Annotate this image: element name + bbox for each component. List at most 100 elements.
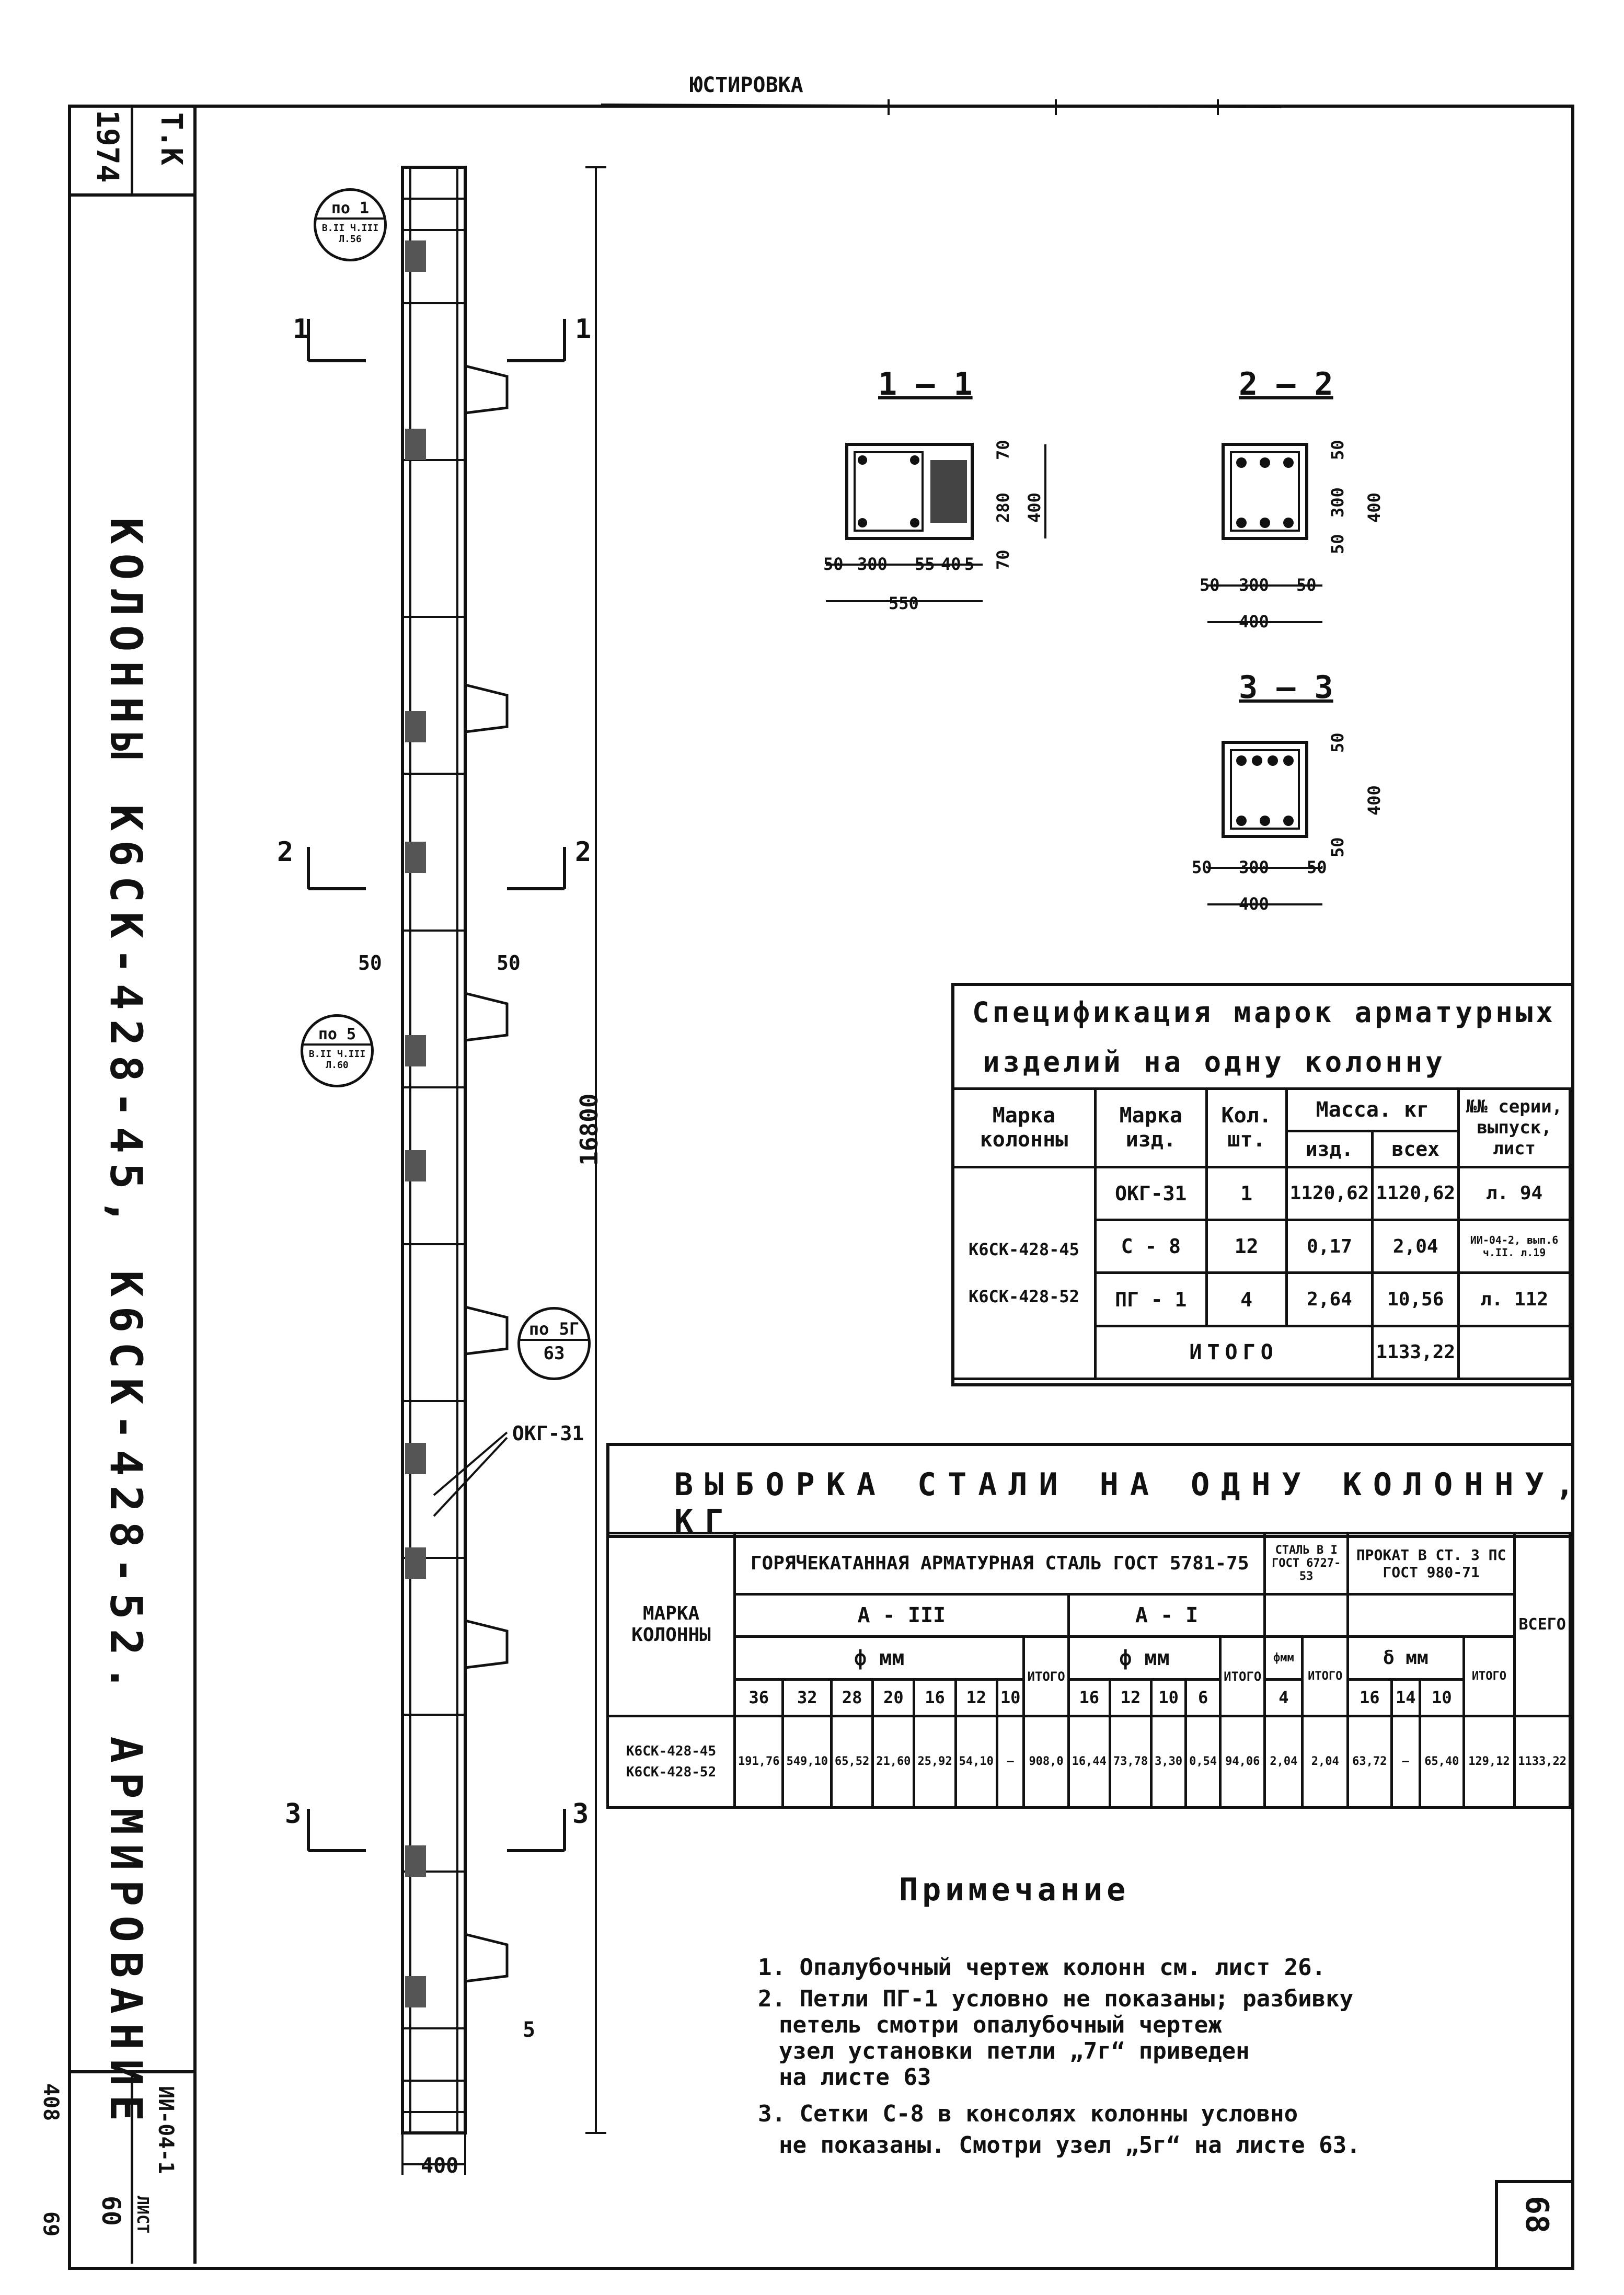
steel-val-14: 2,04 <box>1301 1714 1349 1809</box>
node-callout-5g-bottom: 63 <box>543 1343 565 1364</box>
section-2-dim-50d: 50 <box>1328 534 1347 554</box>
steel-header-delta: δ мм <box>1346 1635 1465 1681</box>
section-3-drawing <box>1207 741 1322 905</box>
steel-table: МАРКА КОЛОННЫ ГОРЯЧЕКАТАННАЯ АРМАТУРНАЯ … <box>606 1532 1571 1809</box>
section-1-dim-300: 300 <box>857 554 888 574</box>
stamp-top-divider <box>131 105 133 193</box>
stamp-strip <box>68 105 197 2264</box>
steel-diam-a3-12: 12 <box>954 1678 998 1717</box>
steel-diam-rolled-16: 16 <box>1346 1678 1393 1717</box>
section-2-dim-400v: 400 <box>1364 492 1384 523</box>
steel-val-2: 65,52 <box>830 1714 874 1809</box>
spec-row3-ref: л. 112 <box>1457 1271 1571 1327</box>
spec-row3-mass-all: 10,56 <box>1371 1271 1460 1327</box>
offset-left-dim: 50 <box>358 951 382 974</box>
steel-val-8: 16,44 <box>1067 1714 1111 1809</box>
section-mark-1-left: 1 <box>293 314 309 345</box>
steel-header-b1-phi: фмм <box>1263 1635 1304 1681</box>
spec-title-line2: изделий на одну колонну <box>983 1046 1446 1078</box>
section-3-dim-50b: 50 <box>1307 857 1327 877</box>
node-callout-5-bottom: В.II Ч.III Л.60 <box>308 1049 366 1071</box>
section-1-dim-40: 40 <box>941 554 961 574</box>
steel-val-9: 73,78 <box>1108 1714 1153 1809</box>
section-3-dim-50a: 50 <box>1192 857 1212 877</box>
section-cut-marks <box>307 319 566 1852</box>
spec-row1-ref: л. 94 <box>1457 1165 1571 1222</box>
section-3-title: 3 – 3 <box>1239 669 1333 706</box>
steel-diam-a1-16: 16 <box>1067 1678 1111 1717</box>
steel-val-12: 94,06 <box>1219 1714 1266 1809</box>
spec-header-mass: Масса. кг <box>1285 1087 1460 1132</box>
section-1-dim-5: 5 <box>964 554 975 574</box>
steel-diam-a1-10: 10 <box>1150 1678 1188 1717</box>
spec-row2-mass-all: 2,04 <box>1371 1219 1460 1275</box>
spec-row2-qty: 12 <box>1205 1219 1288 1275</box>
steel-header-hot-rolled: ГОРЯЧЕКАТАННАЯ АРМАТУРНАЯ СТАЛЬ ГОСТ 578… <box>733 1532 1266 1596</box>
steel-diam-b1-4: 4 <box>1263 1678 1304 1717</box>
steel-header-b1: СТАЛЬ В I ГОСТ 6727-53 <box>1263 1532 1349 1596</box>
stamp-sheet-label: ЛИСТ <box>133 2196 152 2234</box>
steel-values-row: К6СК-428-45 К6СК-428-52 191,76 549,10 65… <box>606 1714 1571 1809</box>
steel-header-a1-phi: ф мм <box>1067 1635 1222 1681</box>
steel-diam-a1-12: 12 <box>1108 1678 1153 1717</box>
section-3-dim-50d: 50 <box>1328 837 1347 857</box>
spec-total-value: 1133,22 <box>1371 1324 1460 1381</box>
section-1-dim-50: 50 <box>823 554 844 574</box>
stamp-title: КОЛОННЫ К6СК-428-45, К6СК-428-52. АРМИРО… <box>100 518 152 2131</box>
section-3-dim-300: 300 <box>1239 857 1269 877</box>
section-mark-3-left: 3 <box>285 1798 302 1830</box>
spec-row1-mass-izd: 1120,62 <box>1285 1165 1374 1222</box>
steel-val-16: – <box>1390 1714 1422 1809</box>
node-callout-5: по 5 В.II Ч.III Л.60 <box>301 1014 374 1087</box>
steel-val-4: 25,92 <box>913 1714 957 1809</box>
steel-header-b1-blank <box>1263 1592 1349 1638</box>
steel-val-0: 191,76 <box>733 1714 785 1809</box>
steel-row-mark-2: К6СК-428-52 <box>626 1764 717 1780</box>
stamp-sheet-no: 60 <box>96 2196 125 2226</box>
steel-diam-a3-10: 10 <box>995 1678 1026 1717</box>
note-line-2: 2. Петли ПГ-1 условно не показаны; разби… <box>758 1986 1354 2012</box>
steel-val-19: 1133,22 <box>1513 1714 1571 1809</box>
steel-diam-rolled-14: 14 <box>1390 1678 1422 1717</box>
steel-val-15: 63,72 <box>1346 1714 1393 1809</box>
steel-val-3: 21,60 <box>871 1714 916 1809</box>
note-line-5: на листе 63 <box>779 2064 931 2091</box>
spec-header-mass-izd: изд. <box>1285 1129 1374 1168</box>
steel-header-rolled-itogo: ИТОГО <box>1462 1635 1516 1717</box>
steel-val-6: – <box>995 1714 1026 1809</box>
node-callout-5g-top: по 5Г <box>520 1319 588 1341</box>
steel-header-rolled-blank <box>1346 1592 1516 1638</box>
spec-header-mark: Марка колонны <box>951 1087 1097 1168</box>
steel-val-18: 129,12 <box>1462 1714 1516 1809</box>
steel-val-7: 908,0 <box>1022 1714 1070 1809</box>
steel-header-a3-phi: ф мм <box>733 1635 1026 1681</box>
leader-label-okg31: ОКГ-31 <box>512 1422 584 1445</box>
spec-column-marks: К6СК-428-45 К6СК-428-52 <box>951 1165 1097 1381</box>
section-3-dim-400: 400 <box>1239 894 1269 914</box>
steel-val-11: 0,54 <box>1184 1714 1222 1809</box>
spec-column-mark-1: К6СК-428-45 <box>968 1239 1079 1259</box>
spec-row1-qty: 1 <box>1205 1165 1288 1222</box>
steel-header-a1: А - I <box>1067 1592 1266 1638</box>
note-line-6: 3. Сетки С-8 в консолях колонны условно <box>758 2101 1298 2127</box>
node-callout-1-bottom: В.II Ч.III Л.56 <box>321 223 379 245</box>
spec-table: Марка колонны Марка изд. Кол. шт. Масса.… <box>951 1087 1571 1381</box>
section-mark-2-left: 2 <box>277 836 294 868</box>
steel-header-a1-itogo: ИТОГО <box>1219 1635 1266 1717</box>
node-callout-5g: по 5Г 63 <box>517 1307 591 1380</box>
spec-header-series: №№ серии, выпуск, лист <box>1457 1087 1571 1168</box>
spec-row3-izd: ПГ - 1 <box>1093 1271 1208 1327</box>
steel-val-17: 65,40 <box>1419 1714 1465 1809</box>
spec-column-mark-2: К6СК-428-52 <box>968 1286 1079 1306</box>
section-2-dim-50c: 50 <box>1328 440 1347 460</box>
spec-row2-mass-izd: 0,17 <box>1285 1219 1374 1275</box>
stamp-top-box <box>68 105 193 197</box>
spec-row1-mass-all: 1120,62 <box>1371 1165 1460 1222</box>
node-callout-1: по 1 В.II Ч.III Л.56 <box>314 188 387 261</box>
section-2-dim-50a: 50 <box>1200 575 1220 595</box>
width-dimension: 400 <box>421 2154 459 2178</box>
note-line-3: петель смотри опалубочный чертеж <box>779 2012 1222 2038</box>
note-line-1: 1. Опалубочный чертеж колонн см. лист 26… <box>758 1954 1326 1981</box>
steel-diam-a1-6: 6 <box>1184 1678 1222 1717</box>
bottom-dimension: 5 <box>523 2018 536 2042</box>
